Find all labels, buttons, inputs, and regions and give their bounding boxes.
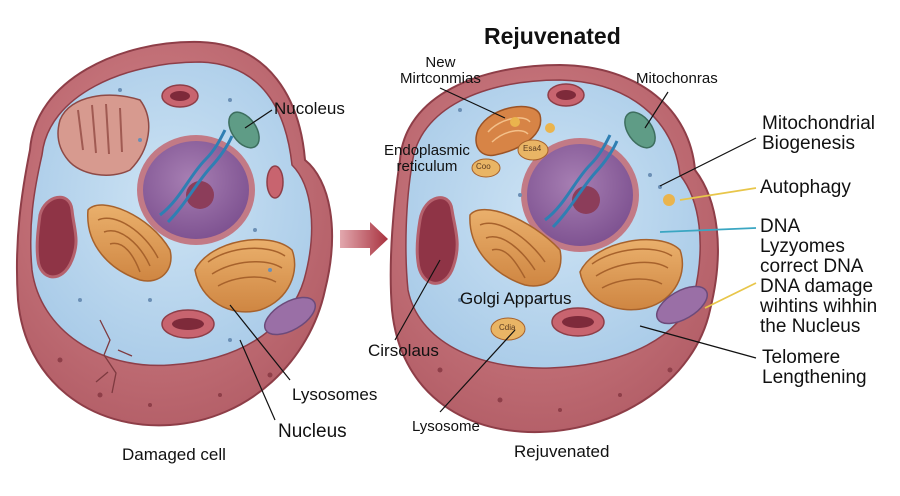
leader-cirsolaus	[394, 259, 441, 341]
vesicle-coo	[471, 158, 501, 178]
mito-purple	[264, 296, 316, 336]
mito-left-right	[415, 196, 459, 285]
mito-green	[228, 111, 260, 149]
vesicle-cdia	[490, 317, 526, 341]
label-nucleus: Nucleus	[278, 421, 347, 442]
label-biogenesis: Mitochondrial Biogenesis	[762, 113, 875, 154]
leader-nucleus	[239, 339, 276, 421]
leader-dna-repair	[704, 282, 757, 309]
label-cirsolaus: Cirsolaus	[368, 341, 439, 360]
label-nucoleus: Nucoleus	[274, 99, 345, 118]
leader-lysosomes	[229, 304, 291, 381]
label-lysosomes: Lysosomes	[292, 385, 378, 404]
golgi-left-right	[469, 208, 562, 287]
mito-left	[35, 195, 78, 279]
label-new-mito: New Mirtconmias	[400, 54, 481, 87]
leader-nucoleus	[244, 109, 273, 129]
label-autophagy: Autophagy	[760, 177, 851, 198]
label-mitochonras: Mitochonras	[636, 70, 718, 87]
vesicle-esa4	[517, 139, 549, 161]
label-telomere: Telomere Lengthening	[762, 347, 867, 388]
label-golgi: Golgi Appartus	[460, 289, 572, 308]
caption-rejuvenated: Rejuvenated	[514, 442, 610, 461]
mito-green-right	[624, 111, 656, 149]
leader-mitochonras	[644, 91, 669, 129]
label-dna-repair: DNA Lyzyomes correct DNA DNA damage wiht…	[760, 216, 878, 337]
caption-damaged-cell: Damaged cell	[122, 445, 226, 464]
leader-biogenesis	[659, 137, 757, 187]
damaged-cell	[15, 40, 334, 427]
leader-dna	[659, 227, 757, 233]
golgi-right	[194, 238, 296, 313]
transformation-arrow	[340, 222, 388, 256]
mito-purple-right	[656, 285, 708, 325]
golgi-right-right	[579, 238, 684, 311]
vesicle-label-cdia: Cdia	[499, 323, 516, 332]
dna-helix	[159, 129, 227, 217]
label-lysosome: Lysosome	[412, 418, 480, 435]
leader-lysosome	[439, 329, 516, 413]
leader-autophagy	[679, 187, 757, 201]
rejuvenated-cell	[389, 63, 757, 434]
mito-right	[266, 165, 284, 199]
top-title: Rejuvenated	[484, 23, 621, 49]
vesicle-label-coo: Coo	[476, 162, 491, 171]
leader-telomere	[639, 325, 757, 359]
leader-new-mito	[439, 87, 506, 119]
golgi-left	[87, 204, 172, 282]
damage-cracks	[95, 319, 133, 394]
autophagy-vesicle	[663, 194, 675, 206]
vesicle-label-esa4: Esa4	[523, 144, 542, 153]
damaged-er	[57, 94, 150, 176]
label-er: Endoplasmic reticulum	[384, 142, 470, 175]
